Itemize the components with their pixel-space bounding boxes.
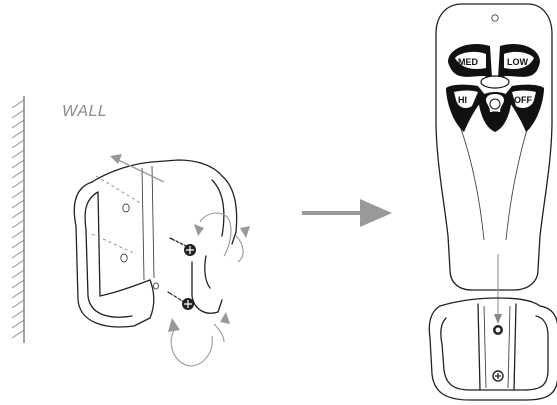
wall — [11, 96, 25, 343]
med-button-label: MED — [458, 57, 479, 67]
low-button-label: LOW — [507, 57, 528, 67]
next-step-arrow — [302, 199, 392, 227]
center-ring — [480, 75, 510, 89]
push-to-wall-arrow — [110, 154, 165, 183]
light-bulb-icon — [486, 94, 504, 116]
wall-holder-bracket — [73, 159, 238, 328]
wall-label: WALL — [62, 103, 107, 120]
hi-button-label: HI — [458, 95, 467, 105]
off-button-label: OFF — [514, 95, 532, 105]
remote-control: MED LOW HI OFF — [435, 3, 553, 324]
rotate-arrow-icon — [194, 212, 250, 263]
holder-front-view — [428, 297, 557, 401]
wall-hatching — [11, 99, 25, 339]
guide-line-top — [95, 175, 143, 205]
screw-icon — [169, 233, 196, 256]
screw-icon — [167, 288, 194, 310]
guide-line-bottom — [91, 233, 137, 255]
rotate-arrow-icon — [168, 312, 230, 367]
